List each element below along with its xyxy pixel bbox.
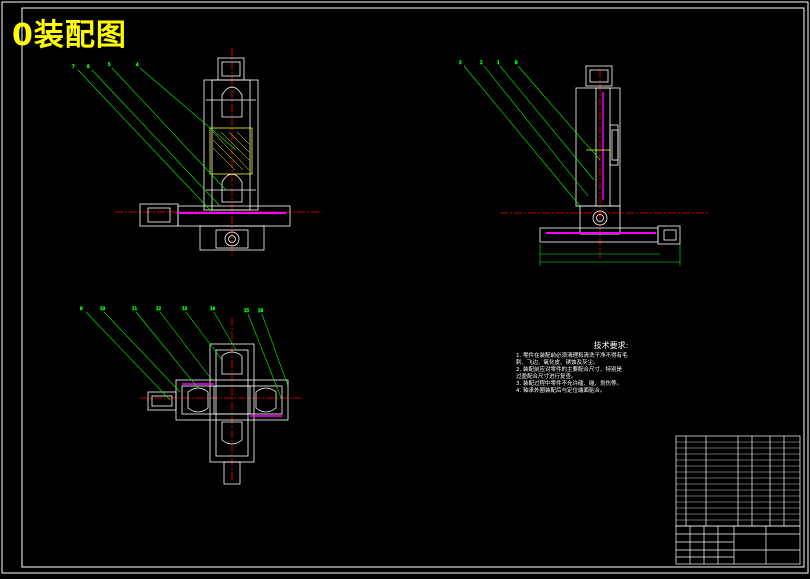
technical-note-1: 1. 零件在装配前必须清理和清洗干净不得有毛 刺、飞边、氧化皮、锈蚀及灰尘。 <box>516 353 628 366</box>
inner-border <box>21 7 805 568</box>
svg-text:5: 5 <box>108 62 111 67</box>
technical-requirements: 技术要求: 1. 零件在装配前必须清理和清洗干净不得有毛 刺、飞边、氧化皮、锈蚀… <box>516 340 676 395</box>
side-view-dimension <box>539 244 681 266</box>
svg-text:3: 3 <box>459 60 462 65</box>
technical-note-4: 4. 轴承外圈装配后与定位端面贴合。 <box>516 388 606 394</box>
svg-text:4: 4 <box>136 62 139 67</box>
svg-text:1: 1 <box>497 60 500 65</box>
front-view-leaders: 7 6 5 4 <box>72 62 237 213</box>
side-view-base <box>539 227 659 243</box>
svg-text:14: 14 <box>210 306 216 311</box>
svg-text:15: 15 <box>244 308 250 313</box>
top-view <box>140 318 302 485</box>
drawing-title: 0装配图 <box>12 18 127 53</box>
side-view-column <box>575 87 621 207</box>
front-view-base <box>177 205 291 227</box>
front-view-rail-slot-lower <box>221 173 243 203</box>
title-block <box>675 435 801 565</box>
title-block-main <box>675 525 801 565</box>
svg-text:11: 11 <box>132 306 138 311</box>
side-view-motor <box>585 65 613 87</box>
top-view-stem <box>223 461 241 485</box>
svg-text:8: 8 <box>515 60 518 65</box>
front-view <box>115 48 322 258</box>
svg-text:2: 2 <box>480 60 483 65</box>
side-view <box>500 65 710 266</box>
svg-text:12: 12 <box>156 306 162 311</box>
svg-text:10: 10 <box>100 306 106 311</box>
svg-text:9: 9 <box>80 306 83 311</box>
front-view-rail-slot-upper <box>221 86 243 118</box>
svg-text:16: 16 <box>258 308 264 313</box>
svg-text:7: 7 <box>72 64 75 69</box>
technical-note-3: 3. 装配过程中零件不允许磕、碰、划伤等。 <box>516 381 622 387</box>
front-view-bearing-housing <box>199 225 265 251</box>
svg-text:13: 13 <box>182 306 188 311</box>
technical-requirements-heading: 技术要求: <box>593 341 629 350</box>
top-view-center-block <box>213 385 251 415</box>
top-view-leaders: 9 10 11 12 13 14 15 16 <box>80 306 289 401</box>
svg-text:6: 6 <box>87 64 90 69</box>
side-view-leaders: 3 2 1 8 <box>459 60 601 207</box>
technical-note-2: 2. 装配前应对零件的主要配合尺寸、特别是 过盈配合尺寸进行复查。 <box>516 367 622 380</box>
